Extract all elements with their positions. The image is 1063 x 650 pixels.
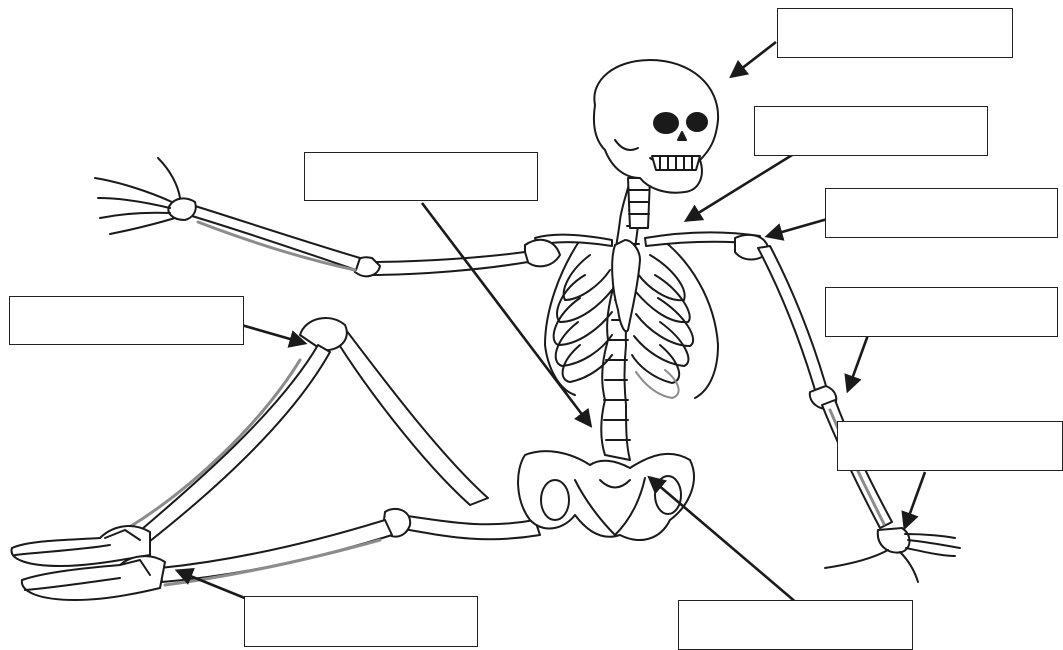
label-box-4[interactable] — [825, 188, 1058, 238]
label-box-6[interactable] — [825, 287, 1058, 337]
label-box-9[interactable] — [678, 600, 913, 650]
pointer-skull — [732, 42, 776, 76]
right-hand — [825, 528, 960, 582]
pointer-pelvis — [650, 478, 798, 604]
left-forearm — [192, 206, 360, 270]
label-box-8[interactable] — [244, 596, 478, 647]
left-humerus — [354, 252, 528, 276]
pelvis — [518, 451, 694, 540]
label-box-2[interactable] — [754, 106, 988, 156]
ribcage — [545, 238, 718, 398]
left-hand — [95, 158, 196, 234]
skull — [594, 60, 718, 193]
neck — [628, 178, 650, 228]
label-box-1[interactable] — [777, 8, 1013, 58]
left-femur — [300, 318, 488, 505]
pointer-collarbone — [687, 152, 797, 220]
label-box-5[interactable] — [9, 296, 244, 345]
label-box-3[interactable] — [304, 152, 538, 201]
pointer-wrist — [905, 472, 925, 527]
clavicles — [525, 232, 768, 266]
right-femur — [383, 509, 540, 539]
label-box-7[interactable] — [837, 421, 1063, 471]
left-tibia — [128, 345, 330, 545]
right-tibia — [160, 520, 392, 585]
